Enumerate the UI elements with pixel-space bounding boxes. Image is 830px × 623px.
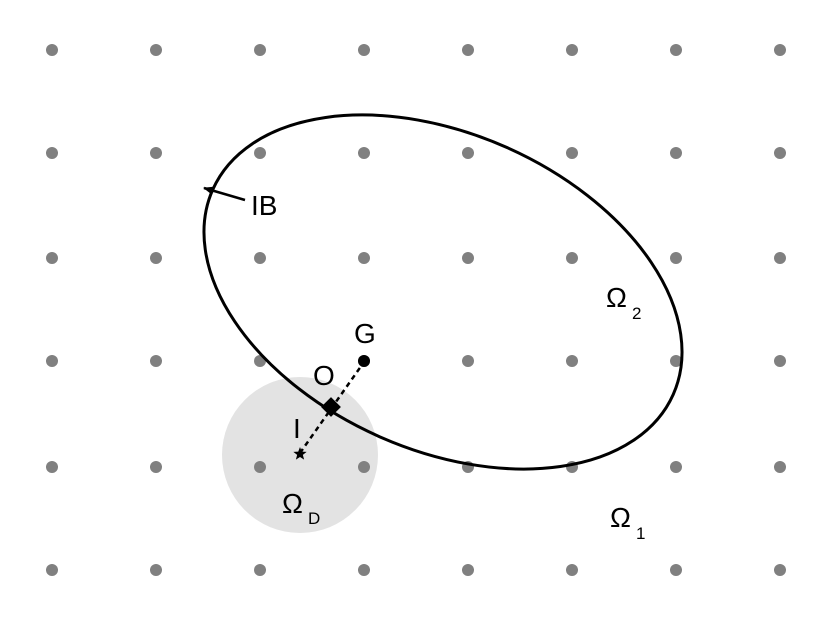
grid-point [358,44,370,56]
grid-point [566,355,578,367]
grid-point [150,355,162,367]
grid-point [358,252,370,264]
grid-point [254,147,266,159]
omega-2-label: Ω 2 [606,282,641,323]
grid-point [670,147,682,159]
grid-point [774,252,786,264]
grid-point [670,44,682,56]
grid-point [254,44,266,56]
omega-2-subscript: 2 [632,304,641,323]
grid-point [566,44,578,56]
grid-point [566,564,578,576]
omega-d-subscript: D [308,509,320,528]
grid-point [46,252,58,264]
grid-point [358,461,370,473]
grid-point [670,461,682,473]
grid-point [462,147,474,159]
grid-point [774,355,786,367]
image-point-label: I [293,413,301,444]
omega-1-label: Ω 1 [610,502,645,543]
grid-point [46,461,58,473]
filled-circle-icon [358,355,370,367]
omega-1-symbol: Ω [610,502,631,533]
grid-point [46,355,58,367]
grid-point [358,147,370,159]
grid-point [462,355,474,367]
grid-point [670,252,682,264]
grid-point [462,44,474,56]
grid-point [670,355,682,367]
grid-point [566,147,578,159]
grid-point [150,44,162,56]
grid-point [254,564,266,576]
grid-point [150,147,162,159]
grid-point [46,147,58,159]
grid-points [46,44,786,576]
grid-point [774,564,786,576]
grid-point [46,564,58,576]
grid-point [358,564,370,576]
omega-2-symbol: Ω [606,282,627,313]
grid-point [566,252,578,264]
boundary-pointer-arrow [203,186,246,202]
grid-point [254,252,266,264]
diamond-icon [321,397,341,417]
intersection-label: O [313,360,335,391]
centroid-label: G [354,318,376,349]
boundary-label: IB [251,190,277,221]
grid-point [254,461,266,473]
grid-point [150,252,162,264]
grid-point [150,564,162,576]
omega-d-symbol: Ω [282,488,303,519]
grid-point [774,44,786,56]
grid-point [774,461,786,473]
grid-point [670,564,682,576]
grid-point [774,147,786,159]
grid-point [150,461,162,473]
grid-point [46,44,58,56]
omega-1-subscript: 1 [636,524,645,543]
star-icon [293,447,307,460]
grid-point [462,564,474,576]
grid-point [462,252,474,264]
omega-d-label: Ω D [282,488,320,528]
